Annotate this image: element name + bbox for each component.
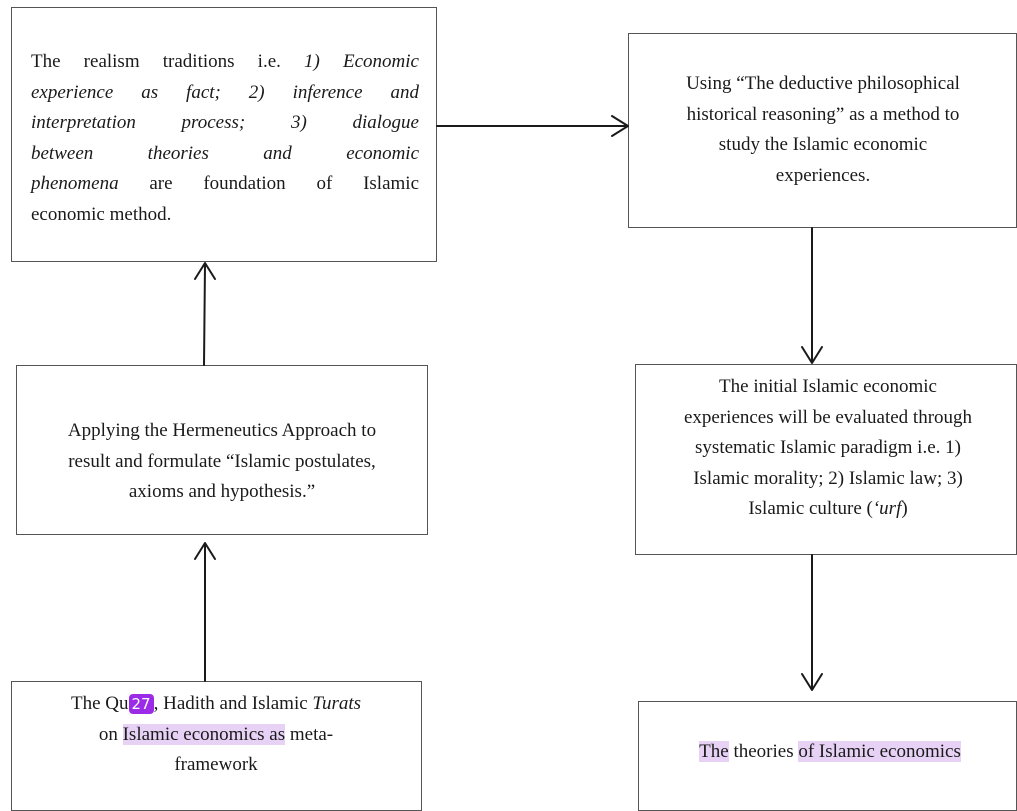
highlighted-text-of-islamic-economics[interactable]: of Islamic economics [798,741,961,762]
highlighted-text-islamic-economics[interactable]: Islamic economics as [122,723,286,745]
realism-line-2: experience as fact; 2) inference and [31,81,419,103]
evaluation-paradigm-box [635,364,1017,555]
deductive-reasoning-box [628,33,1017,228]
realism-traditions-box [11,7,437,262]
highlighted-text-the[interactable]: The [699,741,729,762]
realism-line-5: phenomena are foundation of Islamic [31,173,419,194]
realism-line-6: economic method. [31,203,172,225]
deductive-line-3: study the Islamic economic [718,134,928,155]
evaluation-line-4: Islamic morality; 2) Islamic law; 3) [693,467,963,489]
realism-traditions-text: The realism traditions i.e. 1) Economic … [31,47,419,230]
hermeneutics-line-3: axioms and hypothesis.” [128,481,316,502]
evaluation-paradigm-text: The initial Islamic economic experiences… [643,372,1013,525]
arrowhead-quran-to-hermeneutics [194,542,216,560]
realism-line-1: The realism traditions i.e. 1) Economic [31,51,419,72]
deductive-line-2: historical reasoning” as a method to [686,103,960,125]
hermeneutics-line-1: Applying the Hermeneutics Approach to [67,420,377,441]
hermeneutics-approach-box [16,365,428,535]
deductive-line-4: experiences. [775,164,871,186]
hermeneutics-approach-text: Applying the Hermeneutics Approach to re… [22,416,422,508]
hermeneutics-line-2: result and formulate “Islamic postulates… [68,450,376,472]
arrow-hermeneutics-to-realism [203,263,206,366]
evaluation-line-2: experiences will be evaluated through [683,406,973,428]
arrowhead-realism-to-deductive [611,115,629,137]
realism-line-4: between theories and economic [31,142,419,164]
quran-hadith-box [11,681,422,811]
arrowhead-evaluation-to-theories [801,673,823,691]
arrowhead-deductive-to-evaluation [801,346,823,364]
quran-line-2: on Islamic economics as meta- [98,723,334,745]
evaluation-line-5: Islamic culture (‘urf) [748,498,908,519]
evaluation-line-1: The initial Islamic economic [719,376,937,397]
deductive-reasoning-text: Using “The deductive philosophical histo… [640,69,1006,191]
deductive-line-1: Using “The deductive philosophical [686,73,960,94]
page-number-badge: 27 [128,694,154,714]
arrowhead-hermeneutics-to-realism [194,262,216,280]
quran-line-3: framework [174,754,258,775]
theories-text: The theories of Islamic economics [699,741,961,762]
connector-arrows [194,115,823,691]
evaluation-line-3: systematic Islamic paradigm i.e. 1) [695,437,961,458]
realism-line-3: interpretation process; 3) dialogue [31,112,419,133]
